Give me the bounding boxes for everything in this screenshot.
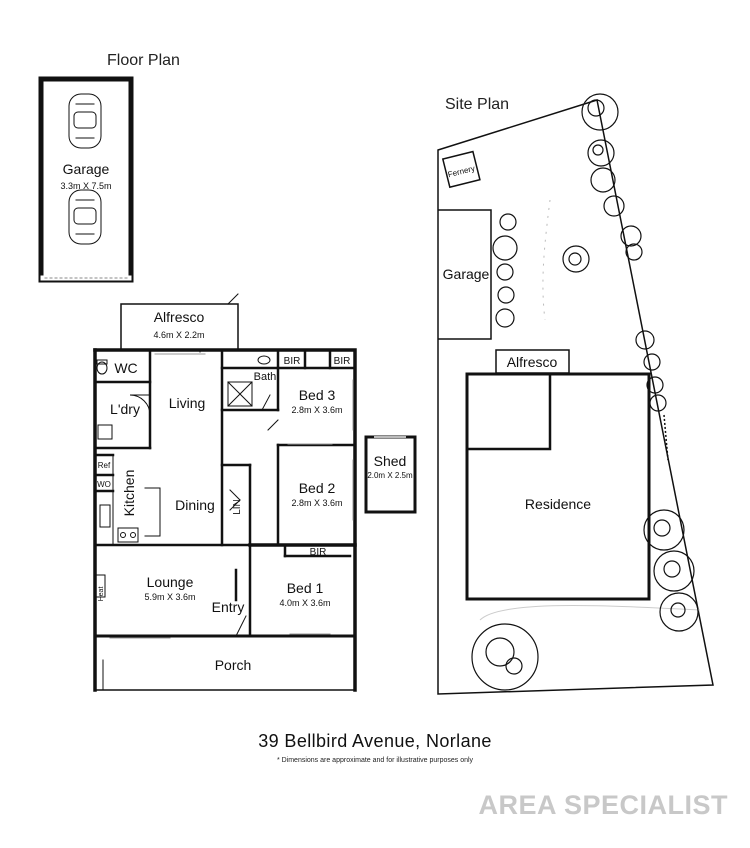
- kitchen-bench: [99, 454, 161, 546]
- bir-bed3-left-label: BIR: [284, 356, 301, 367]
- tree-icon: [653, 550, 695, 592]
- porch-label: Porch: [215, 657, 252, 673]
- tree-icon: [643, 509, 685, 551]
- tree-icon: [590, 167, 616, 193]
- tree-icon: [659, 592, 699, 632]
- tree-icon: [492, 213, 518, 328]
- shed-label: Shed: [374, 453, 407, 469]
- bed1-dims: 4.0m X 3.6m: [279, 598, 330, 608]
- brand-watermark: AREA SPECIALIST: [478, 790, 728, 820]
- bir-bed3-right-label: BIR: [334, 356, 351, 367]
- fernery-label: Fernery: [447, 164, 476, 179]
- shed-dims: 2.0m X 2.5m: [367, 471, 413, 480]
- alfresco-dims: 4.6m X 2.2m: [153, 330, 204, 340]
- garden-path: [542, 199, 551, 321]
- floor-plan: [38, 76, 417, 692]
- property-address: 39 Bellbird Avenue, Norlane: [258, 731, 492, 751]
- windows: [109, 353, 354, 639]
- site-garage-structure: [438, 209, 492, 340]
- car-icon: [68, 189, 102, 245]
- alfresco-label: Alfresco: [154, 309, 205, 325]
- heater-label: Heat: [98, 587, 105, 602]
- bath-label: Bath: [254, 371, 277, 383]
- bir-bed1-label: BIR: [310, 547, 327, 558]
- garage-dims: 3.3m X 7.5m: [60, 181, 111, 191]
- bed3-label: Bed 3: [299, 387, 336, 403]
- lounge-label: Lounge: [147, 574, 194, 590]
- site-alfresco-label: Alfresco: [507, 354, 558, 370]
- dining-label: Dining: [175, 497, 215, 513]
- bed3-dims: 2.8m X 3.6m: [291, 405, 342, 415]
- door-swings: [129, 349, 279, 637]
- linen-label: LIN: [232, 499, 243, 515]
- site-plan-labels: Fernery Garage Alfresco Residence: [443, 164, 592, 512]
- entry-label: Entry: [212, 599, 245, 615]
- shed-structure: [364, 435, 417, 514]
- ref-label: Ref: [98, 461, 111, 470]
- tree-icon: [562, 245, 590, 273]
- alfresco-structure: [120, 293, 239, 351]
- site-garage-label: Garage: [443, 266, 490, 282]
- tree-icon: [635, 330, 667, 412]
- fernery-structure: [441, 150, 481, 189]
- disclaimer-note: * Dimensions are approximate and for ill…: [276, 757, 474, 764]
- fixtures: [95, 355, 271, 598]
- bed1-label: Bed 1: [287, 580, 324, 596]
- site-boundary: [437, 99, 714, 695]
- garden-path: [479, 605, 701, 621]
- laundry-label: L'dry: [110, 401, 140, 417]
- wo-label: WO: [97, 480, 111, 489]
- wc-label: WC: [114, 360, 137, 376]
- lounge-dims: 5.9m X 3.6m: [144, 592, 195, 602]
- tree-icon: [587, 139, 615, 167]
- car-icon: [68, 93, 102, 149]
- tree-icon: [603, 195, 625, 217]
- floor-plan-title: Floor Plan: [107, 52, 180, 69]
- garage-label: Garage: [63, 161, 110, 177]
- garage-structure: [38, 76, 134, 283]
- bed2-dims: 2.8m X 3.6m: [291, 498, 342, 508]
- internal-walls: [93, 350, 357, 638]
- living-label: Living: [169, 395, 206, 411]
- bed2-label: Bed 2: [299, 480, 336, 496]
- residence-structure: [465, 372, 651, 601]
- hedge-icon: [663, 414, 669, 461]
- site-plan-title: Site Plan: [445, 96, 510, 113]
- floor-plan-labels: Garage 3.3m X 7.5m Alfresco 4.6m X 2.2m …: [60, 161, 413, 673]
- tree-icon: [471, 623, 539, 691]
- site-plan: [437, 93, 714, 695]
- tree-icon: [581, 93, 619, 131]
- kitchen-label: Kitchen: [121, 470, 137, 517]
- residence-label: Residence: [525, 496, 591, 512]
- tree-icon: [620, 225, 643, 261]
